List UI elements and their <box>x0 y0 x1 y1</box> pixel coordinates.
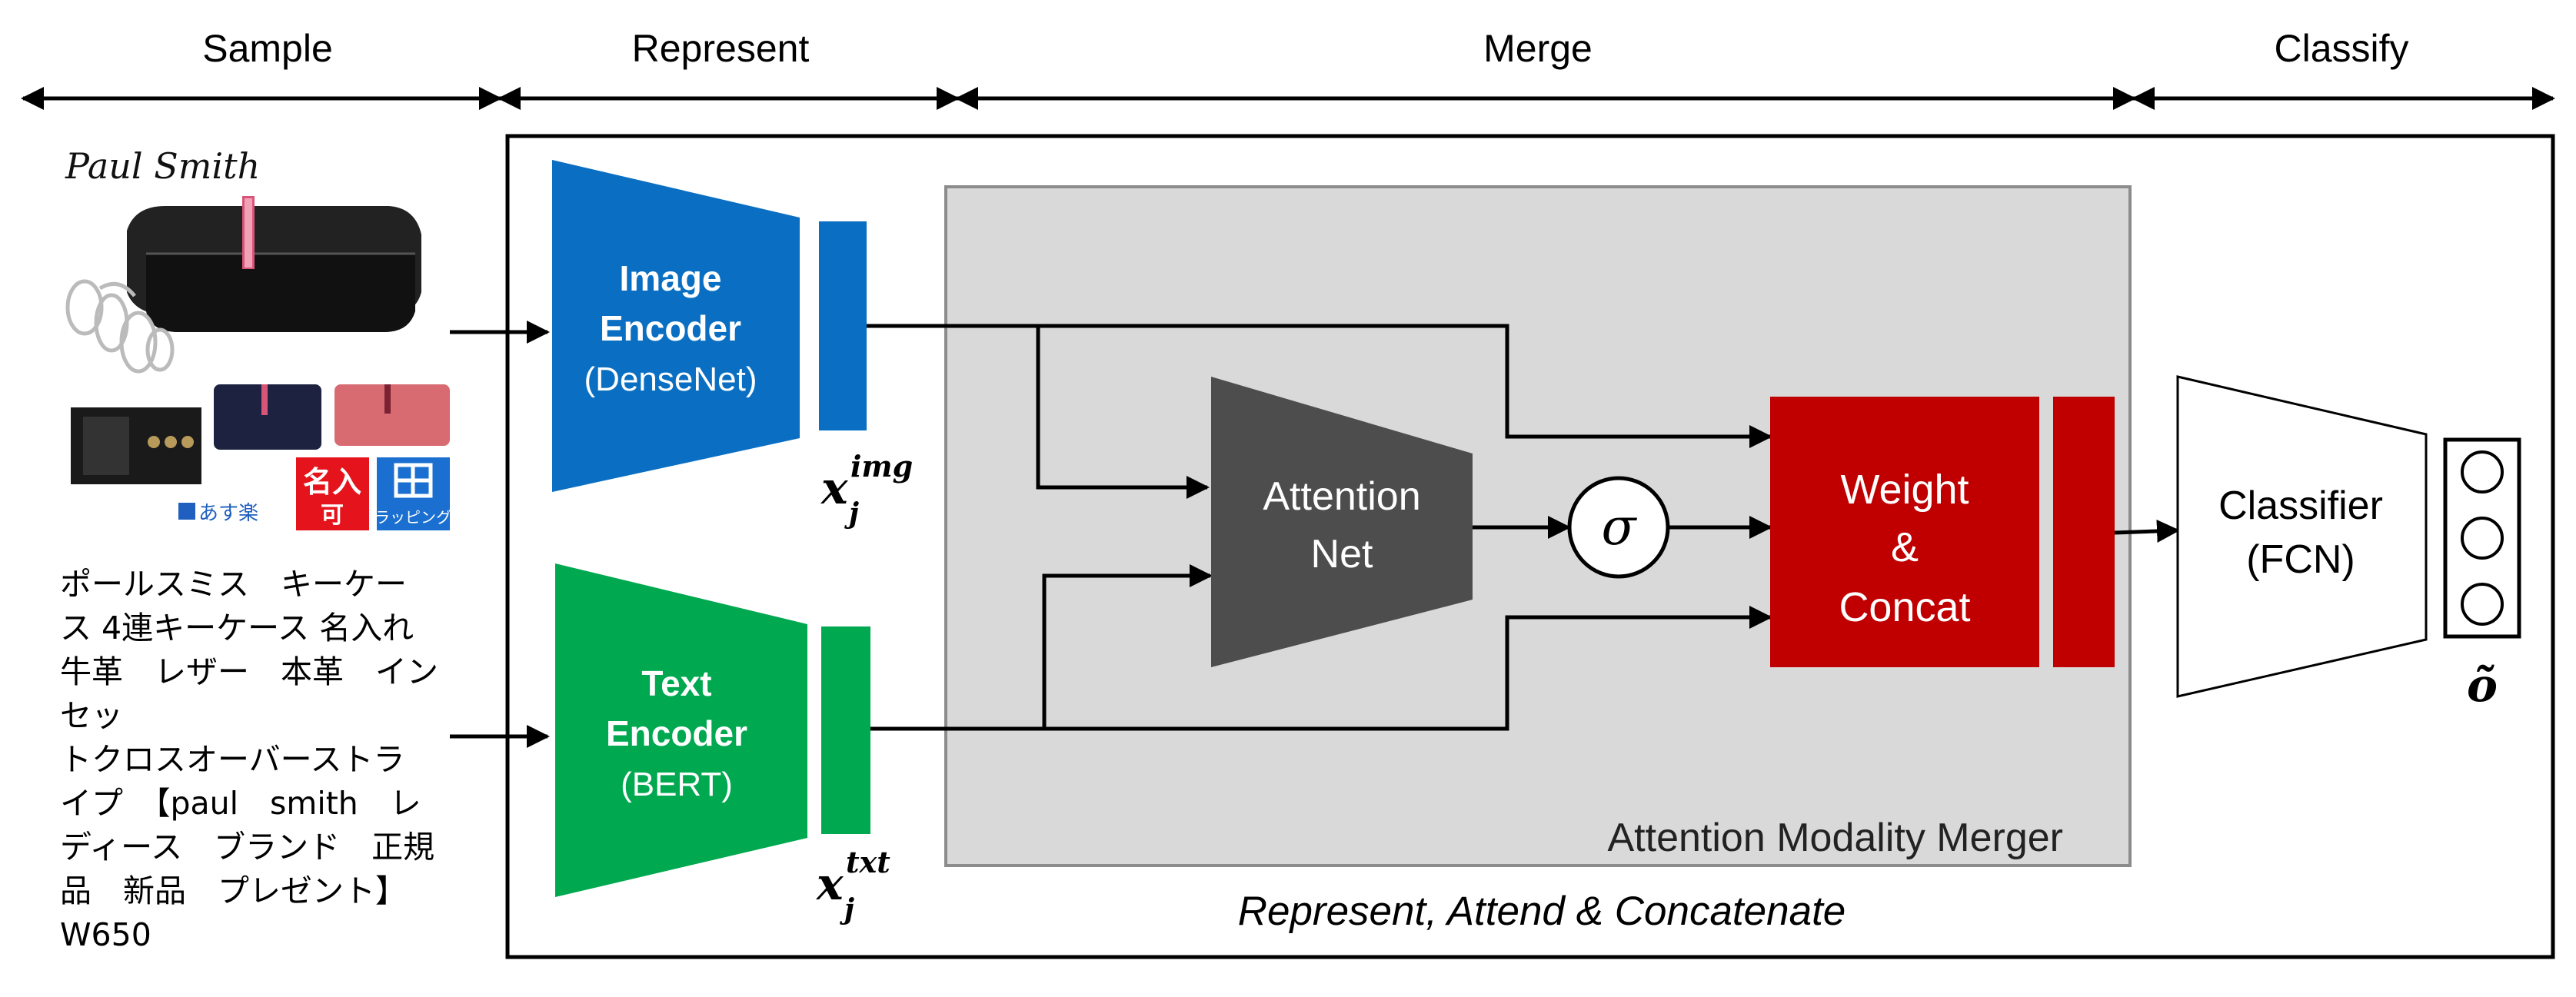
output-node-3 <box>2461 583 2504 626</box>
image-encoder-block <box>552 160 800 492</box>
output-node-1 <box>2461 450 2504 494</box>
text-encoder-label-2: Encoder <box>606 713 747 753</box>
text-feature-label: x j txt <box>815 845 890 926</box>
concat-feature-vector <box>2053 397 2115 667</box>
stage-header-row: Sample Represent Merge Classify <box>20 27 2555 110</box>
classifier-label-1: Classifier <box>2218 484 2383 528</box>
wallet-main-image <box>65 196 421 374</box>
sample-text-line: 品 新品 プレゼント】 <box>60 872 407 909</box>
concat-to-classifier-arrow <box>2114 519 2180 543</box>
image-encoder-label-2: Encoder <box>600 308 741 348</box>
sample-text-line: W650 <box>60 916 151 953</box>
attention-net-block <box>1211 377 1473 667</box>
wallet-thumbnail-navy <box>214 384 321 450</box>
sample-product-text: ポールスミス キーケー ス 4連キーケース 名入れ 牛革 レザー 本革 イン セ… <box>60 563 491 957</box>
stage-label-merge: Merge <box>1483 27 1593 70</box>
svg-text:あす楽: あす楽 <box>198 502 258 525</box>
image-feature-vector <box>819 221 867 430</box>
brand-logo: Paul Smith <box>65 145 260 187</box>
stage-label-sample: Sample <box>202 27 333 70</box>
delivery-badge: あす楽 <box>178 502 258 525</box>
text-encoder-label-1: Text <box>641 663 711 703</box>
sample-text-line: イプ 【paul smith レ <box>60 785 421 822</box>
sample-text-line: ディース ブランド 正規 <box>60 829 435 866</box>
text-encoder-label-3: (BERT) <box>621 766 733 803</box>
weight-concat-block <box>1770 397 2039 667</box>
stage-label-classify: Classify <box>2274 27 2408 70</box>
classifier-block <box>2176 375 2428 698</box>
svg-text:x: x <box>820 462 849 514</box>
svg-text:txt: txt <box>846 845 890 879</box>
sample-text-line: トクロスオーバーストラ <box>60 741 405 778</box>
svg-text:ラッピング: ラッピング <box>374 508 451 527</box>
attention-net-label-2: Net <box>1311 532 1373 577</box>
stage-label-represent: Represent <box>632 27 810 70</box>
weight-concat-label-1: Weight <box>1840 467 1969 513</box>
wallet-thumbnail-open <box>71 407 201 484</box>
attention-net-label-1: Attention <box>1263 474 1420 519</box>
attention-modality-merger-label: Attention Modality Merger <box>1608 816 2064 860</box>
svg-text:可: 可 <box>321 502 344 529</box>
classifier-label-2: (FCN) <box>2246 537 2355 582</box>
text-feature-routes <box>870 564 1772 731</box>
output-symbol: õ <box>2467 659 2498 713</box>
sigma-node <box>1567 476 1670 579</box>
text-encoder-block <box>555 563 807 897</box>
svg-text:img: img <box>850 449 913 484</box>
model-caption: Represent, Attend & Concatenate <box>1238 889 1846 934</box>
wallet-thumbnail-pink <box>334 384 450 446</box>
text-feature-vector <box>821 626 870 834</box>
weight-concat-label-2: & <box>1891 524 1919 570</box>
weight-concat-label-3: Concat <box>1839 584 1970 630</box>
sigma-symbol: σ <box>1601 497 1637 557</box>
sample-text-line: ポールスミス キーケー <box>60 566 407 603</box>
image-encoder-label-1: Image <box>620 258 722 298</box>
product-photo: Paul Smith <box>65 145 451 530</box>
wrapping-badge: ラッピング <box>374 457 451 530</box>
image-encoder-label-3: (DenseNet) <box>584 361 757 398</box>
svg-text:名入: 名入 <box>303 465 361 499</box>
sample-text-line: セッ <box>60 697 123 734</box>
image-feature-routes <box>867 324 1772 499</box>
model-box <box>505 134 2555 959</box>
sample-text-line: ス 4連キーケース 名入れ <box>60 610 414 646</box>
svg-text:x: x <box>815 858 844 910</box>
name-engrave-badge: 名入 可 <box>296 457 369 530</box>
sample-text-line: 牛革 レザー 本革 イン <box>60 653 438 690</box>
image-feature-label: x j img <box>820 449 913 530</box>
output-node-2 <box>2461 517 2504 560</box>
